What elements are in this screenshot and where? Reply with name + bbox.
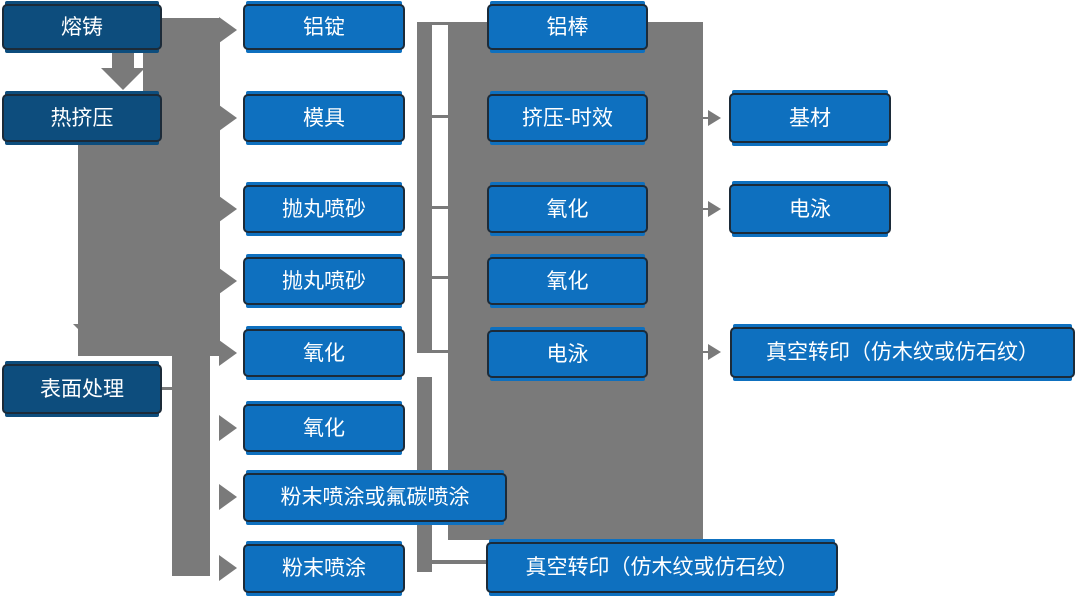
arrow-right-to-oxidation-2 — [219, 415, 237, 441]
arrow-down-to-hot-extrusion — [101, 68, 145, 90]
arrow-right-to-shot-blast-2 — [219, 268, 237, 294]
node-extrusion-aging: 挤压-时效 — [487, 94, 648, 142]
arrow-right-to-vacuum-transfer — [708, 344, 721, 360]
connector-tick-bottom — [432, 560, 486, 564]
node-surface-treatment: 表面处理 — [2, 364, 162, 414]
node-hot-extrusion: 热挤压 — [2, 94, 162, 142]
node-oxidation-1: 氧化 — [243, 329, 405, 377]
node-powder-coating: 粉末喷涂 — [243, 544, 405, 593]
arrow-right-to-shot-blast-1 — [219, 196, 237, 222]
node-shot-blast-sandblast-1: 抛丸喷砂 — [243, 185, 405, 233]
arrow-right-to-electrophoresis — [708, 201, 721, 217]
arrow-right-to-powder-fluorocarbon — [219, 484, 237, 510]
node-aluminum-rod: 铝棒 — [487, 4, 648, 50]
node-oxidation-3: 氧化 — [487, 185, 648, 233]
connector-left-strip-bottom — [172, 356, 210, 576]
node-shot-blast-sandblast-2: 抛丸喷砂 — [243, 257, 405, 305]
connector-tick — [432, 115, 448, 118]
connector-left-band-right-part — [143, 18, 220, 356]
arrow-right-to-oxidation-1 — [219, 340, 237, 366]
connector-tick — [432, 350, 448, 353]
node-electrophoresis-2: 电泳 — [729, 184, 891, 234]
arrow-down-shaft — [112, 50, 134, 70]
connector-tick-surface-treatment — [160, 387, 174, 390]
node-vacuum-transfer-right: 真空转印（仿木纹或仿石纹） — [730, 327, 1075, 378]
connector-mid-strip-upper — [417, 22, 432, 353]
node-mold: 模具 — [243, 94, 405, 142]
node-oxidation-2: 氧化 — [243, 404, 405, 452]
arrow-right-to-substrate — [708, 110, 721, 126]
node-melting-casting: 熔铸 — [2, 4, 162, 50]
connector-tick — [432, 276, 448, 279]
node-powder-or-fluorocarbon-coating: 粉末喷涂或氟碳喷涂 — [243, 473, 507, 522]
connector-tick — [432, 22, 448, 25]
node-electrophoresis-1: 电泳 — [487, 330, 648, 378]
arrow-right-to-mold — [219, 105, 237, 131]
node-substrate: 基材 — [729, 93, 891, 143]
arrow-down-to-surface-treatment — [73, 324, 117, 346]
arrow-right-to-powder-coating — [219, 555, 237, 581]
node-aluminum-ingot: 铝锭 — [243, 4, 405, 50]
arrow-stem — [703, 208, 710, 210]
connector-tick — [432, 206, 448, 209]
node-oxidation-4: 氧化 — [487, 257, 648, 305]
node-vacuum-transfer-bottom: 真空转印（仿木纹或仿石纹） — [486, 542, 838, 593]
arrow-stem — [703, 351, 710, 353]
arrow-stem — [703, 117, 710, 119]
arrow-right-to-aluminum-ingot — [219, 17, 237, 43]
